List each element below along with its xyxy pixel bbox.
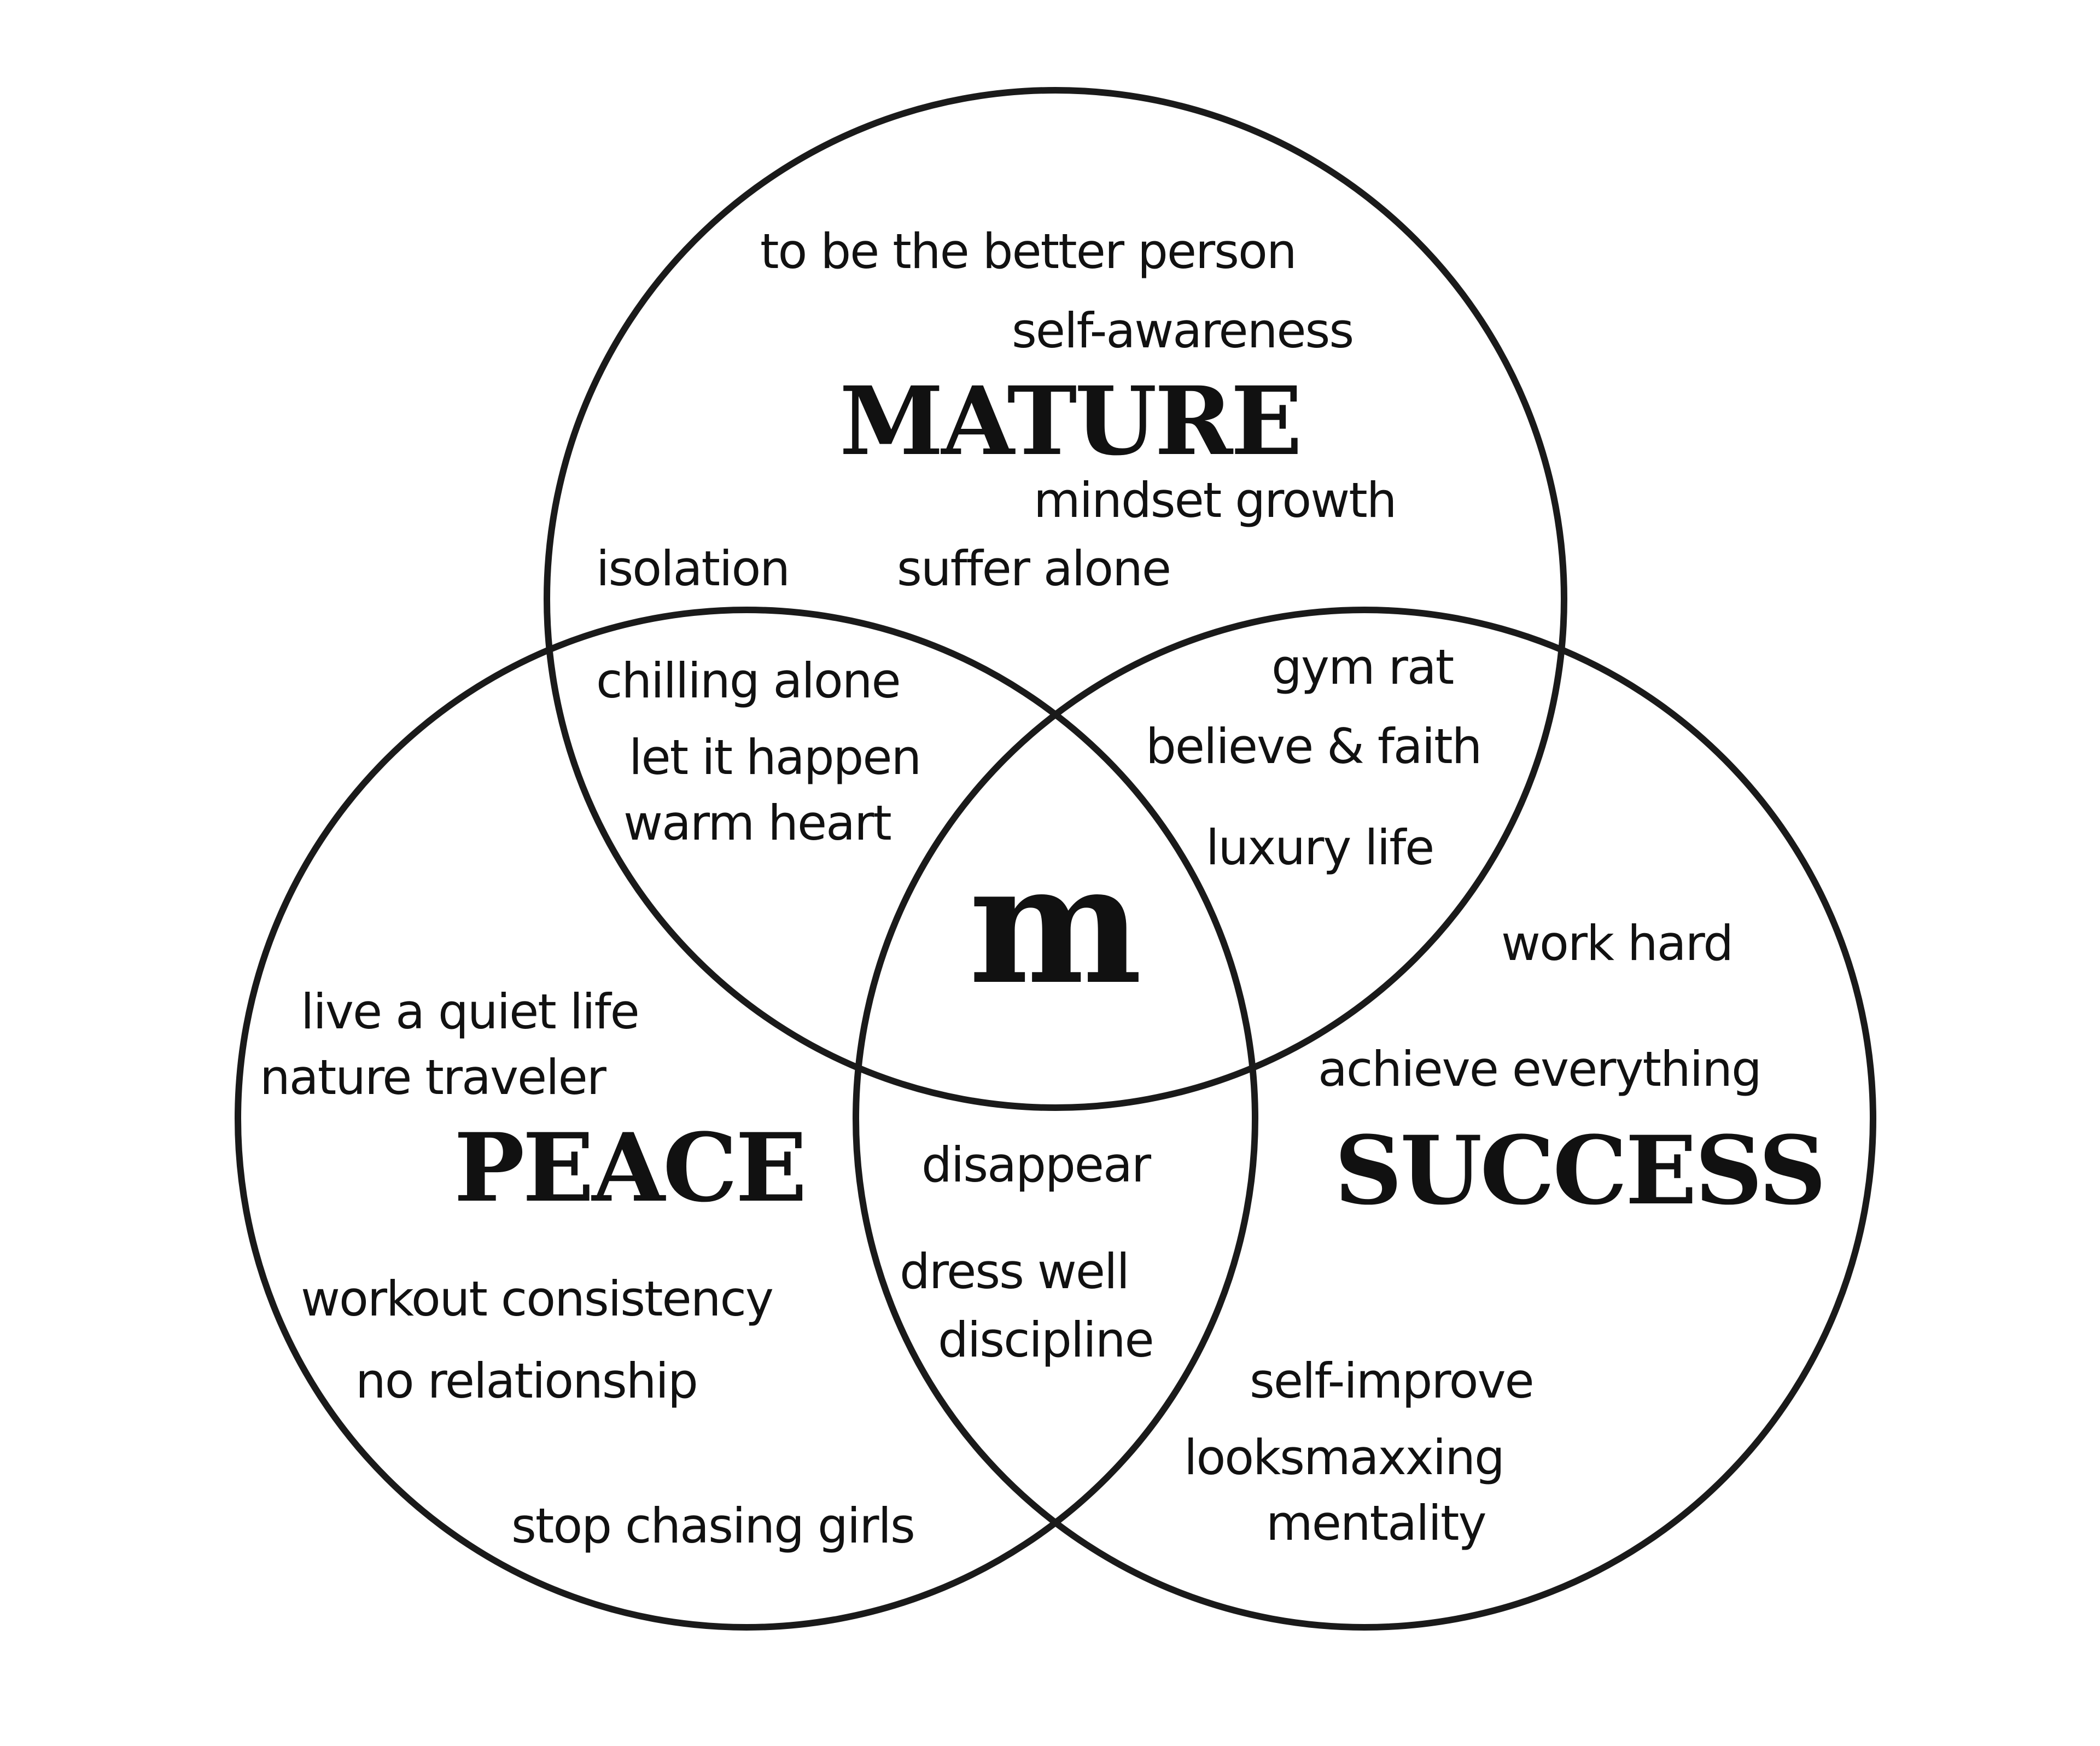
peace-success-item: disappear (921, 1137, 1152, 1193)
center-monogram: m (969, 828, 1142, 1021)
peace-item: nature traveler (260, 1049, 607, 1105)
mature-item: self-awareness (1012, 302, 1353, 359)
mature-success-item: believe & faith (1146, 718, 1481, 775)
mature-item: isolation (596, 540, 789, 597)
success-circle (853, 607, 1876, 1631)
mature-item: mindset growth (1034, 472, 1396, 528)
peace-item: stop chasing girls (511, 1498, 914, 1554)
success-item: work hard (1501, 915, 1732, 971)
success-item: looksmaxxing (1184, 1429, 1504, 1486)
success-item: mentality (1266, 1495, 1486, 1551)
mature-circle (544, 87, 1567, 1111)
peace-item: live a quiet life (301, 983, 639, 1040)
peace-circle (235, 607, 1258, 1631)
mature-success-item: gym rat (1271, 639, 1454, 695)
mature-item: suffer alone (897, 540, 1170, 597)
peace-item: no relationship (355, 1353, 697, 1409)
peace-success-item: discipline (938, 1312, 1153, 1368)
mature-success-item: luxury life (1206, 819, 1433, 876)
mature-label: MATURE (839, 365, 1300, 476)
peace-success-item: dress well (900, 1243, 1129, 1300)
peace-label: PEACE (454, 1112, 805, 1223)
mature-peace-item: warm heart (623, 795, 891, 851)
mature-item: to be the better person (760, 223, 1296, 280)
success-label: SUCCESS (1334, 1115, 1824, 1226)
peace-item: workout consistency (301, 1271, 773, 1327)
mature-peace-item: let it happen (629, 729, 920, 785)
success-item: achieve everything (1318, 1041, 1761, 1097)
success-item: self-improve (1250, 1353, 1533, 1409)
mature-peace-item: chilling alone (596, 653, 900, 709)
